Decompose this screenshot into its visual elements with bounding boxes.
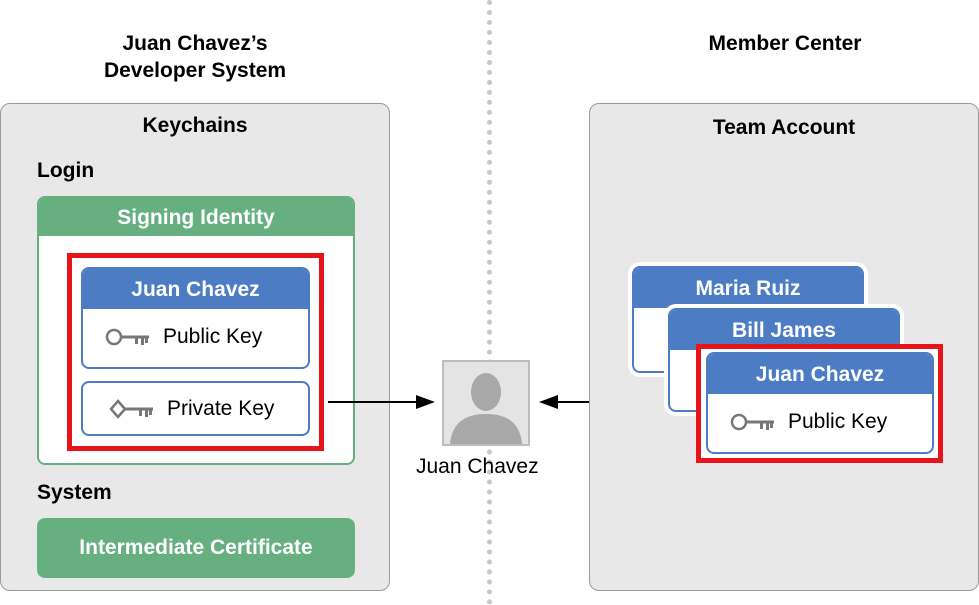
member-name: Bill James [670, 310, 898, 350]
public-key-row-right: Public Key [730, 410, 887, 434]
private-key-label: Private Key [167, 397, 275, 420]
user-avatar [442, 360, 530, 446]
heading-line-1: Juan Chavez’s [122, 32, 268, 55]
public-key-row: Public Key [105, 325, 262, 349]
public-key-label: Public Key [163, 325, 263, 348]
arrows-layer [328, 395, 620, 409]
private-key-card: Private Key [81, 381, 310, 436]
login-label: Login [37, 159, 95, 182]
member-card-highlighted: Juan Chavez Public Key [706, 352, 934, 454]
private-key-icon [109, 399, 153, 419]
intermediate-certificate-box: Intermediate Certificate [37, 518, 355, 578]
key-icon [730, 413, 774, 431]
private-key-row: Private Key [109, 397, 274, 421]
member-name: Maria Ruiz [634, 268, 862, 308]
public-key-card-left: Juan Chavez Public Key [81, 267, 310, 369]
arrow-icon [416, 395, 435, 409]
developer-system-heading: Juan Chavez’s Developer System [60, 30, 330, 84]
signing-identity-header: Signing Identity [39, 198, 353, 236]
divider-line [487, 0, 492, 605]
card-owner-name: Juan Chavez [83, 269, 308, 309]
keychains-title: Keychains [142, 114, 248, 137]
arrow-icon [539, 395, 558, 409]
heading-line-2: Developer System [103, 59, 287, 82]
user-name-caption: Juan Chavez [416, 455, 539, 478]
person-icon [450, 373, 522, 444]
member-center-heading: Member Center [708, 32, 862, 55]
public-key-label: Public Key [788, 410, 888, 433]
member-name: Juan Chavez [708, 354, 932, 394]
system-label: System [37, 481, 112, 504]
team-account-title: Team Account [712, 116, 856, 139]
key-icon [105, 328, 149, 346]
